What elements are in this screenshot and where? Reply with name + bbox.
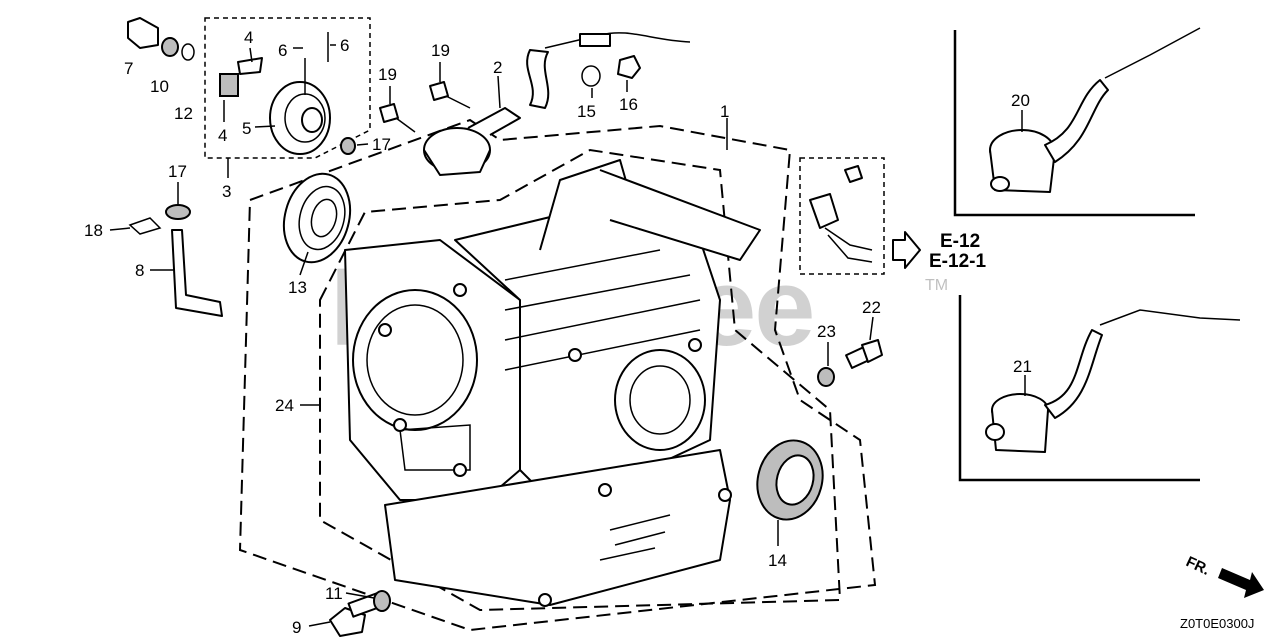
callout-4a: 4 bbox=[244, 28, 253, 47]
callout-17a: 17 bbox=[168, 162, 187, 181]
callout-11: 11 bbox=[325, 584, 343, 603]
clip-part-12 bbox=[181, 43, 195, 61]
watermark-trademark: TM bbox=[925, 277, 948, 294]
plug-washer bbox=[817, 367, 835, 387]
grommet-part-16 bbox=[617, 55, 641, 79]
callout-9: 9 bbox=[292, 618, 301, 637]
callout-12: 12 bbox=[174, 104, 193, 123]
front-direction-indicator: FR. bbox=[1183, 553, 1264, 598]
plug-bolt bbox=[845, 339, 883, 369]
callout-8: 8 bbox=[135, 261, 144, 280]
washer-part-17b bbox=[340, 137, 356, 155]
sensor-part-20 bbox=[989, 27, 1201, 193]
crankcase-assembly-outline bbox=[238, 118, 877, 632]
callout-10: 10 bbox=[150, 77, 169, 96]
reference-arrow-icon bbox=[892, 231, 921, 269]
governor-holder bbox=[237, 57, 263, 75]
bolt-part-19b bbox=[429, 81, 449, 101]
lever-part-8 bbox=[171, 229, 223, 317]
leader-lines bbox=[109, 44, 1026, 627]
callout-6a: 6 bbox=[278, 41, 287, 60]
callout-18: 18 bbox=[84, 221, 103, 240]
callout-23: 23 bbox=[817, 322, 836, 341]
governor-gear bbox=[269, 81, 331, 155]
callout-14: 14 bbox=[768, 551, 787, 570]
bolt-part-19a bbox=[379, 103, 399, 123]
callout-24: 24 bbox=[275, 396, 294, 415]
oil-seal bbox=[756, 439, 824, 521]
callout-13: 13 bbox=[288, 278, 307, 297]
oil-switch-part bbox=[809, 165, 873, 263]
callout-6b: 6 bbox=[340, 36, 349, 55]
callout-22: 22 bbox=[862, 298, 881, 317]
callout-5: 5 bbox=[242, 119, 251, 138]
cap-part-7 bbox=[127, 17, 159, 49]
callout-1: 1 bbox=[720, 102, 729, 121]
inset-frame-bottom bbox=[958, 295, 1200, 482]
sensor-part-21 bbox=[985, 309, 1241, 453]
oring-part-15 bbox=[581, 65, 601, 87]
direction-arrow-icon bbox=[1218, 568, 1264, 598]
bolt-part-19a-shank bbox=[395, 117, 416, 133]
bolt-part-19b-shank bbox=[445, 95, 471, 109]
washer-part-10 bbox=[161, 37, 179, 57]
washer-part-17a bbox=[165, 204, 191, 220]
cylinder-block bbox=[344, 159, 761, 607]
callout-21: 21 bbox=[1013, 357, 1032, 376]
switch-subassembly-box bbox=[799, 157, 885, 275]
callout-7: 7 bbox=[124, 59, 133, 78]
callout-19a: 19 bbox=[378, 65, 397, 84]
section-ref-e12-1: E-12-1 bbox=[929, 251, 986, 272]
callout-3: 3 bbox=[222, 182, 231, 201]
inset-frame-top bbox=[953, 30, 1195, 217]
callout-19b: 19 bbox=[431, 41, 450, 60]
governor-weight bbox=[219, 73, 239, 97]
callout-20: 20 bbox=[1011, 91, 1030, 110]
diagram-code: Z0T0E0300J bbox=[1180, 616, 1254, 631]
drain-washer bbox=[373, 590, 391, 612]
callout-16: 16 bbox=[619, 95, 638, 114]
clip-part-18 bbox=[128, 217, 162, 235]
callout-15: 15 bbox=[577, 102, 596, 121]
callout-2: 2 bbox=[493, 58, 502, 77]
callout-17b: 17 bbox=[372, 135, 391, 154]
callout-4b: 4 bbox=[218, 126, 227, 145]
oil-alert-sensor bbox=[423, 32, 691, 176]
direction-label: FR. bbox=[1183, 553, 1212, 579]
section-ref-e12: E-12 bbox=[940, 231, 980, 252]
